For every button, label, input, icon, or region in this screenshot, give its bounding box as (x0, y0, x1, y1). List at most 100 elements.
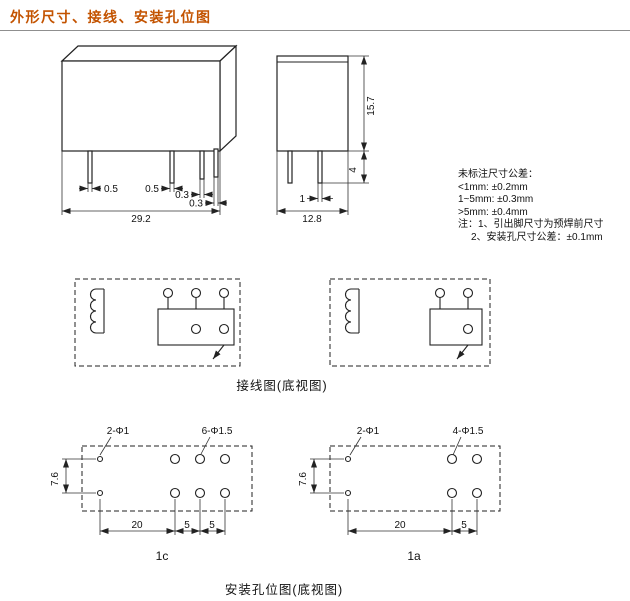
dim-label: 1 (299, 194, 305, 205)
pin-terminal (462, 323, 474, 335)
dim-label: 7.6 (298, 472, 309, 486)
dim-label: 15.7 (366, 96, 377, 116)
footprint-outline-dashed (81, 445, 253, 512)
relay-side-face (219, 44, 237, 153)
dim-body-height: 15.7 (348, 55, 377, 152)
technical-drawing: 0.5 0.5 0.3 0.3 29.2 (50, 44, 501, 597)
variant-label-1c: 1c (156, 549, 169, 563)
coil-symbol (345, 288, 360, 334)
pin-terminal (162, 287, 174, 299)
dim-row-pitch: 7.6 (50, 458, 96, 494)
outline-side-view: 15.7 4 1 12.8 (276, 55, 377, 225)
dim-label: 5 (184, 520, 190, 531)
dim-pin-width-3: 0.3 (175, 179, 213, 201)
tolerance-notes: 未标注尺寸公差： <1mm: ±0.2mm 1~5mm: ±0.3mm >5mm… (458, 169, 604, 245)
leader-line (200, 436, 211, 455)
mount-hole-big (446, 453, 458, 465)
pin-terminal (218, 287, 230, 299)
coil-frame (351, 288, 360, 334)
mount-hole-big (194, 487, 206, 499)
note-line: 注：1、引出脚尺寸为预焊前尺寸 (458, 219, 604, 231)
coil-symbol (90, 288, 105, 334)
pin-terminal (218, 323, 230, 335)
note-line: 2、安装孔尺寸公差：±0.1mm (471, 231, 603, 243)
wiring-diagram-1c (74, 278, 241, 367)
dim-label: 5 (209, 520, 215, 531)
dim-hole-spacing: 20 5 (347, 499, 478, 535)
relay-pin (317, 150, 323, 184)
coil-loops (90, 288, 97, 334)
hole-callout-big: 6-Φ1.5 (202, 426, 233, 437)
case-outline-dashed (329, 278, 491, 367)
pin-terminal (190, 287, 202, 299)
relay-pin (199, 150, 205, 180)
leader-line (452, 436, 462, 456)
contact-block (157, 308, 235, 346)
leader-line (349, 436, 362, 456)
mount-hole-small (344, 489, 352, 497)
mount-hole-big (169, 487, 181, 499)
dim-label: 12.8 (302, 214, 322, 225)
note-line: 1~5mm: ±0.3mm (458, 194, 534, 206)
page-title: 外形尺寸、接线、安装孔位图 (10, 9, 212, 25)
dim-label: 0.5 (104, 184, 118, 195)
dim-pin-length: 4 (322, 151, 369, 184)
pin-terminal (434, 287, 446, 299)
relay-pin (213, 148, 219, 178)
case-outline-dashed (74, 278, 241, 367)
dim-label: 0.5 (145, 184, 159, 195)
dim-label: 0.3 (189, 199, 203, 210)
dim-label: 0.3 (175, 190, 189, 201)
outline-3d-view: 0.5 0.5 0.3 0.3 29.2 (60, 44, 238, 225)
mount-hole-big (169, 453, 181, 465)
relay-side-body (276, 55, 349, 152)
note-line: <1mm: ±0.2mm (458, 181, 528, 193)
page-header: 外形尺寸、接线、安装孔位图 (0, 0, 630, 31)
relay-pin (287, 150, 293, 184)
dim-label: 7.6 (50, 472, 61, 486)
variant-label-1a: 1a (407, 549, 421, 563)
dim-hole-spacing: 20 5 5 (99, 499, 226, 535)
wiring-diagram-1a (329, 278, 491, 367)
dim-label: 20 (131, 520, 143, 531)
dim-pin-width-1: 0.5 (79, 183, 118, 195)
coil-frame (96, 288, 105, 334)
dim-body-depth: 12.8 (276, 151, 349, 225)
note-line: 未标注尺寸公差： (458, 169, 538, 180)
dim-label: 29.2 (131, 214, 151, 225)
mounting-diagram-1c: 2-Φ1 6-Φ1.5 7.6 20 5 (50, 426, 253, 563)
mounting-diagram-1a: 2-Φ1 4-Φ1.5 7.6 20 5 1a (298, 426, 501, 563)
hole-callout-small: 2-Φ1 (107, 426, 130, 437)
dim-pin-width-4: 0.3 (189, 177, 227, 210)
dim-body-width: 29.2 (61, 151, 221, 225)
mount-hole-small (344, 455, 352, 463)
hole-callout-big: 4-Φ1.5 (453, 426, 484, 437)
movement-arrow (456, 344, 469, 360)
leader-line (99, 436, 112, 456)
dim-label: 4 (348, 167, 359, 173)
dim-label: 20 (394, 520, 406, 531)
movement-arrow (212, 344, 225, 360)
note-line: >5mm: ±0.4mm (458, 206, 528, 218)
relay-top-face (60, 45, 238, 62)
relay-front-face (61, 60, 221, 152)
footprint-outline-dashed (329, 445, 501, 512)
wiring-caption: 接线图(底视图) (236, 378, 327, 393)
dim-label: 5 (461, 520, 467, 531)
mounting-caption: 安装孔位图(底视图) (225, 582, 343, 597)
dim-pin-thickness: 1 (299, 183, 333, 205)
mount-hole-big (219, 487, 231, 499)
mount-hole-small (96, 489, 104, 497)
dim-row-pitch: 7.6 (298, 458, 344, 494)
relay-pin (169, 150, 175, 184)
contact-block (429, 308, 483, 346)
coil-loops (345, 288, 352, 334)
dim-pin-width-2: 0.5 (145, 183, 183, 195)
mount-hole-big (446, 487, 458, 499)
hole-callout-small: 2-Φ1 (357, 426, 380, 437)
mount-hole-big (194, 453, 206, 465)
mount-hole-big (471, 453, 483, 465)
mount-hole-big (219, 453, 231, 465)
relay-pin (87, 150, 93, 184)
